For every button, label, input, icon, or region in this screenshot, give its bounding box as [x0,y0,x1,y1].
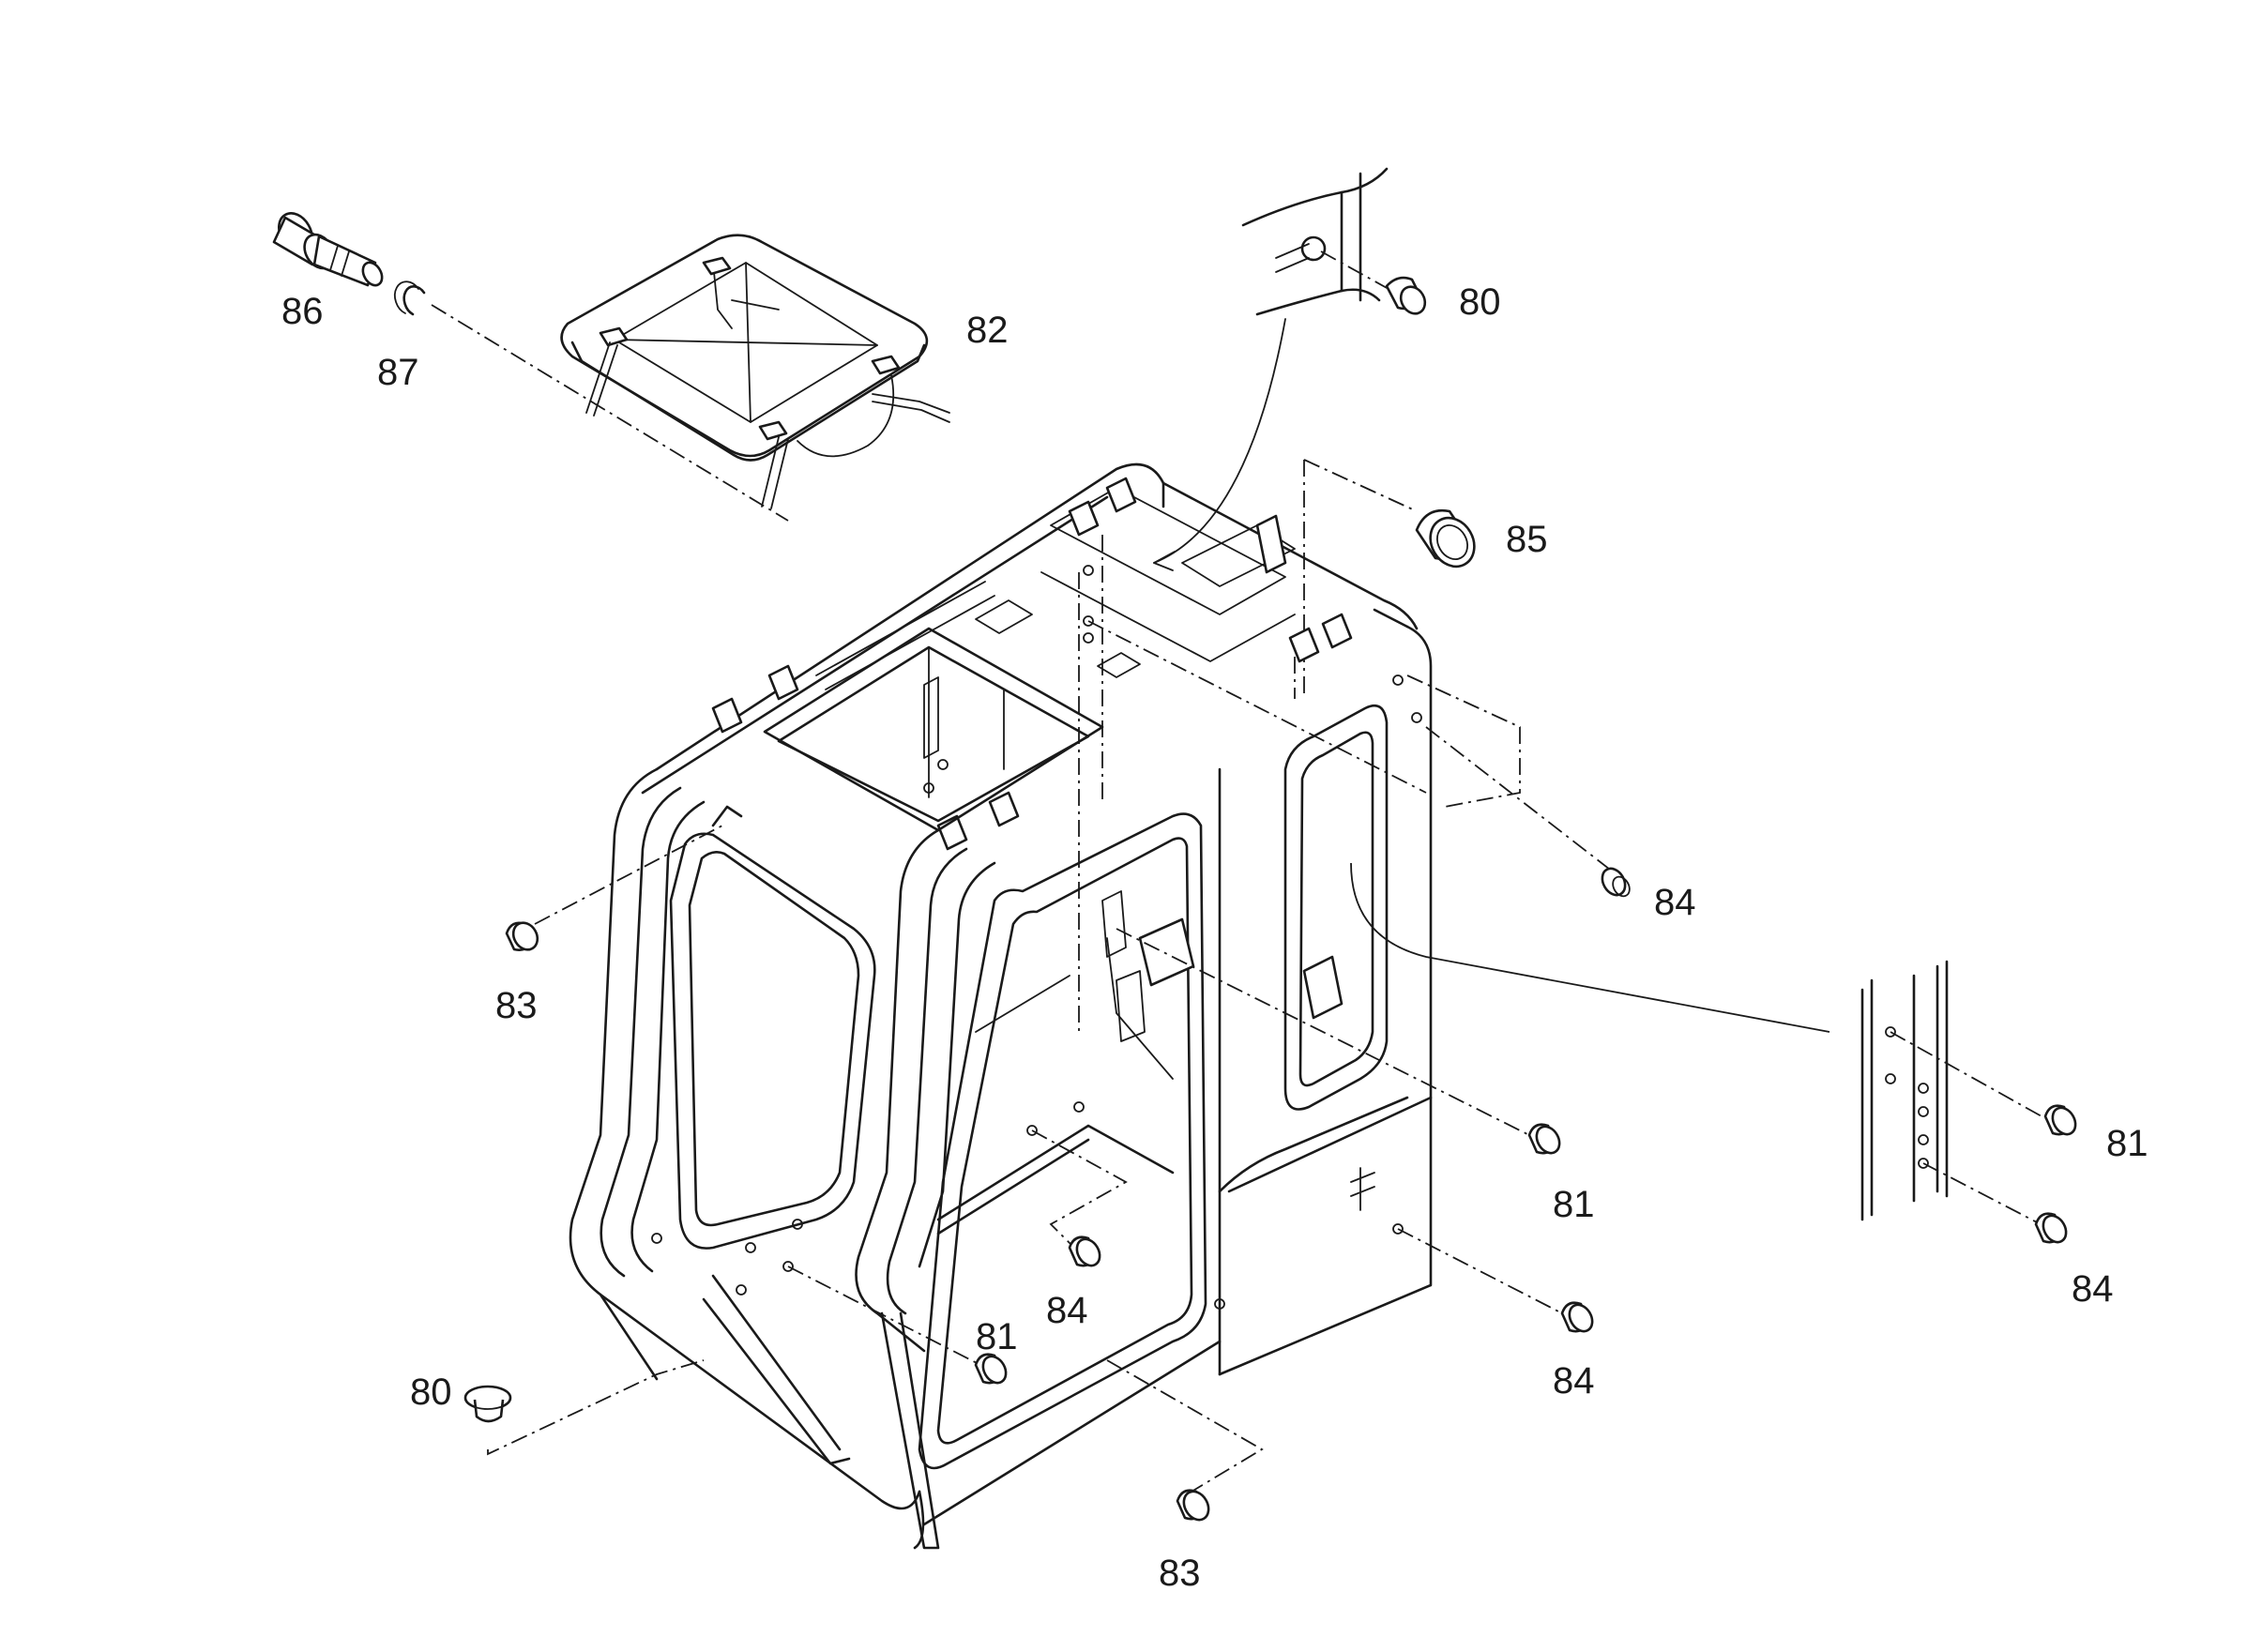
part-83-plug-left [505,921,539,951]
part-number-labels: 86 87 82 80 85 84 83 81 81 84 84 81 84 8… [281,281,2148,1594]
part-84-plug-floor [1068,1235,1101,1267]
part-80-plug-bottom [463,1385,512,1423]
label-86: 86 [281,291,324,332]
part-81-plug-center [1527,1123,1561,1155]
detail-view-top [1153,167,1389,571]
label-84-floor: 84 [1046,1290,1088,1331]
detail-view-right [1860,960,1949,1221]
label-81-far-right: 81 [2106,1123,2148,1164]
label-80-top: 80 [1459,281,1501,323]
leader-lines [487,535,2051,1493]
label-81-front: 81 [976,1316,1018,1357]
part-85-cap [1415,508,1476,568]
label-85: 85 [1506,519,1548,560]
leader-85 [1303,459,1418,512]
label-84-far-right: 84 [2072,1268,2114,1310]
label-83-left: 83 [495,985,538,1026]
part-81-plug-far-right [2043,1104,2077,1136]
label-82: 82 [966,310,1009,351]
part-84-plug-right [1601,867,1631,898]
label-81-center: 81 [1553,1184,1595,1225]
leader-80-top [1320,250,1389,290]
part-84-plug-bottom-right [1560,1301,1594,1333]
label-87: 87 [377,352,419,393]
leader-87-82 [431,304,789,522]
part-87-snap-ring [393,280,426,316]
part-86-pin [272,212,384,287]
label-83-bottom: 83 [1159,1553,1201,1594]
part-82-roof-panel [560,234,950,509]
label-84-right: 84 [1654,882,1696,923]
label-84-bottom-right: 84 [1553,1360,1595,1402]
part-80-top-plug [1385,276,1427,315]
part-81-plug-front [974,1353,1008,1385]
part-84-plug-far-right [2034,1212,2068,1244]
cab-frame [569,462,1830,1550]
part-83-plug-bottom [1176,1489,1210,1522]
label-80-bottom: 80 [410,1372,452,1413]
